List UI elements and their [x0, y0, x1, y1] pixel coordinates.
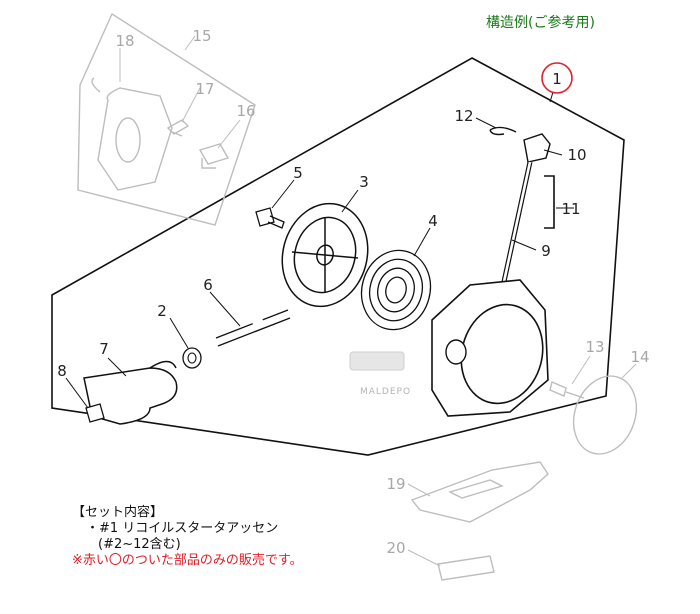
watermark-badge — [349, 351, 405, 371]
circlip-18 — [91, 77, 101, 93]
pawl-16 — [198, 143, 230, 169]
callout-6: 6 — [203, 276, 213, 294]
spring-17 — [166, 119, 190, 137]
notes-line-2: (#2~12含む) — [98, 537, 181, 552]
callout-15: 15 — [192, 27, 211, 45]
leader-5 — [271, 179, 295, 209]
callout-13: 13 — [585, 338, 604, 356]
callout-12: 12 — [454, 107, 473, 125]
leader-1 — [549, 91, 554, 103]
callout-4: 4 — [428, 212, 438, 230]
leader-17 — [181, 87, 201, 123]
watermark-logo: MALDEPO — [349, 351, 411, 397]
callout-18: 18 — [115, 32, 134, 50]
set-contents-note: 【セット内容】 ・#1 リコイルスタータアッセン (#2~12含む) ※赤い〇の… — [72, 505, 303, 569]
leader-2 — [169, 317, 189, 349]
leader-14 — [621, 363, 637, 379]
leader-9 — [511, 239, 537, 251]
plate-19 — [410, 461, 549, 523]
cover-outline — [77, 12, 256, 226]
excluded-bottom-parts — [410, 461, 549, 581]
handle-7-neck — [149, 360, 177, 369]
callout-8: 8 — [57, 362, 67, 380]
leader-16 — [217, 119, 241, 149]
shaft-9-inner — [498, 161, 532, 301]
leader-3 — [341, 189, 359, 213]
leader-lines — [65, 91, 574, 409]
leader-10 — [543, 149, 563, 156]
leader-12 — [475, 117, 497, 129]
excluded-bolt-ring — [549, 375, 638, 455]
collar-2 — [182, 347, 202, 369]
callout-11: 11 — [561, 200, 580, 218]
callout-3: 3 — [359, 173, 369, 191]
handle-7 — [83, 367, 178, 425]
pad-20 — [437, 555, 495, 581]
callout-17: 17 — [195, 80, 214, 98]
callout-14: 14 — [630, 348, 649, 366]
callout-7: 7 — [99, 340, 109, 358]
leader-20 — [407, 549, 441, 567]
cover-hub — [115, 117, 141, 163]
notes-line-3: ※赤い〇のついた部品のみの販売です。 — [72, 553, 303, 568]
callout-19: 19 — [386, 475, 405, 493]
leader-7 — [107, 357, 127, 377]
callout-20: 20 — [386, 539, 405, 557]
diagram-caption: 構造例(ご参考用) — [486, 15, 595, 31]
notes-heading: 【セット内容】 — [72, 505, 164, 520]
spring-4 — [360, 249, 432, 331]
pin-6-gap — [250, 315, 264, 325]
bolt-5 — [255, 207, 285, 229]
assembly-boundary — [51, 57, 625, 456]
clip-12 — [489, 126, 517, 136]
callout-5: 5 — [293, 164, 303, 182]
cover-plate — [97, 87, 173, 191]
bracket-11 — [544, 175, 555, 229]
highlight-circle — [541, 62, 573, 94]
excluded-cover-group — [77, 12, 256, 226]
collar-2-hole — [187, 352, 197, 364]
watermark-text: MALDEPO — [360, 387, 411, 397]
leader-8 — [65, 377, 89, 409]
bolt-13 — [549, 381, 585, 399]
notes-line-1: ・#1 リコイルスタータアッセン — [86, 521, 279, 536]
callout-16: 16 — [236, 102, 255, 120]
plate-19-slot — [448, 479, 504, 499]
callout-9: 9 — [541, 242, 551, 260]
leader-19 — [407, 483, 431, 497]
pin-6 — [215, 309, 291, 347]
reel-3 — [281, 202, 369, 308]
leader-15 — [184, 35, 196, 51]
callout-2: 2 — [157, 302, 167, 320]
callout-10: 10 — [567, 146, 586, 164]
gasket-ring-14 — [572, 375, 638, 455]
joint-10 — [523, 133, 551, 163]
leader-13 — [571, 355, 591, 385]
callout-1: 1 — [552, 70, 562, 88]
leader-4 — [413, 227, 431, 257]
leader-6 — [209, 291, 241, 327]
grip-end-8 — [85, 403, 105, 423]
case-boss — [445, 339, 467, 365]
